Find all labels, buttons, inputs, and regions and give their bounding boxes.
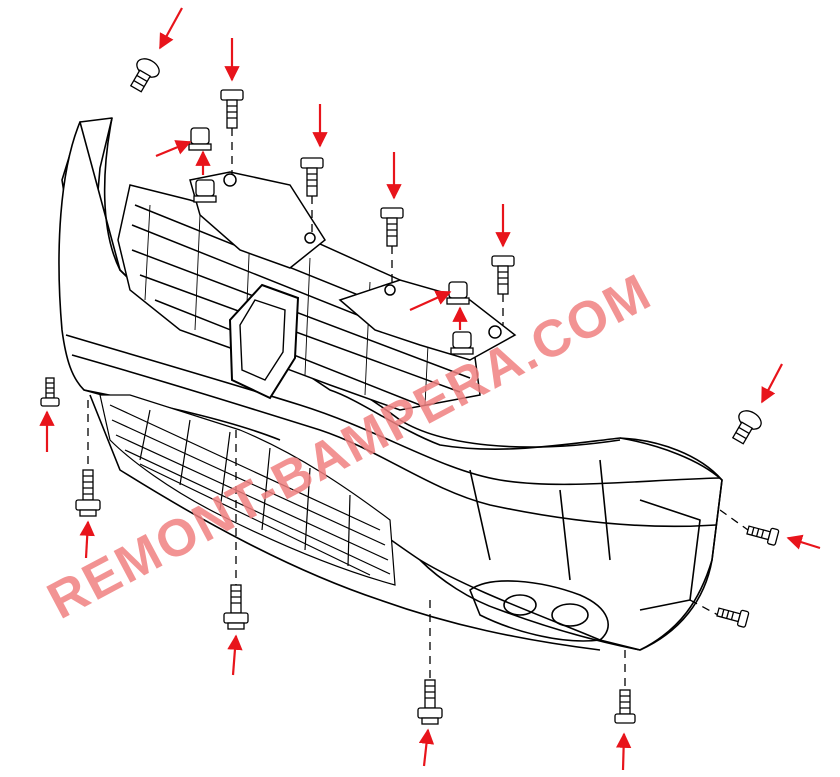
nut-icon	[188, 127, 212, 151]
nut-icon	[450, 331, 474, 355]
screw-icon	[746, 525, 780, 546]
grille-emblem	[228, 283, 300, 400]
screw-icon	[716, 607, 750, 628]
arrow-icon	[155, 140, 192, 158]
bolt-icon	[300, 157, 324, 197]
screw-icon	[75, 469, 101, 517]
screw-icon	[223, 584, 249, 630]
arrow-icon	[159, 7, 183, 50]
arrow-icon	[615, 732, 632, 771]
bumper-cover	[58, 117, 723, 651]
screw-icon	[614, 689, 636, 724]
screw-icon	[417, 679, 443, 725]
fastener-axes	[87, 128, 749, 690]
pointer-arrows	[39, 7, 821, 771]
push-clip-icon	[731, 410, 762, 445]
bolt-icon	[220, 89, 244, 129]
bolt-icon	[491, 255, 515, 295]
screw-icon	[40, 377, 60, 407]
arrow-icon	[761, 363, 783, 404]
mounting-bracket-left	[189, 171, 326, 269]
arrow-icon	[418, 728, 435, 767]
nut-icon	[193, 179, 217, 203]
nut-icon	[446, 281, 470, 305]
arrow-icon	[409, 290, 452, 312]
push-clip-icon	[129, 58, 160, 93]
arrow-icon	[79, 520, 95, 559]
arrow-icon	[786, 534, 821, 550]
bolt-icon	[380, 207, 404, 247]
lower-grille	[99, 394, 396, 586]
arrow-icon	[227, 634, 243, 676]
